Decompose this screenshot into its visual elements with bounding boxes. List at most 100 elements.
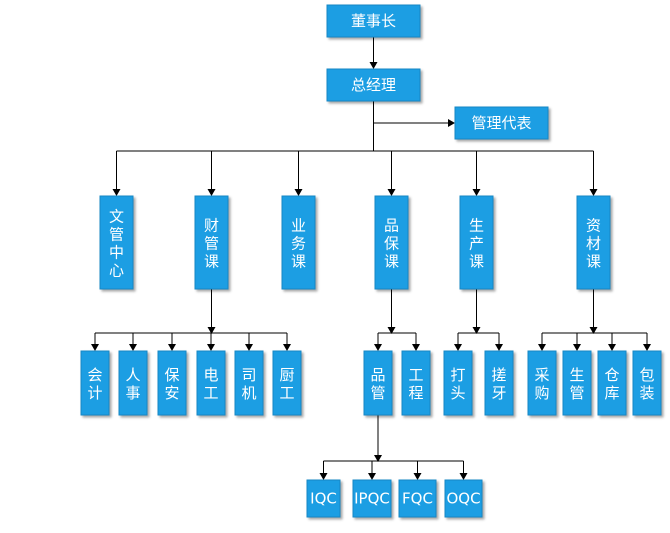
org-node-punch: 打头 (443, 350, 473, 416)
arrowhead (319, 473, 328, 480)
org-node-drv: 司机 (234, 350, 264, 416)
org-node-pc: 生管 (562, 350, 592, 416)
org-node-label: 会计 (87, 366, 102, 402)
org-node-box (443, 350, 473, 416)
arrowhead (112, 189, 121, 196)
org-node-box (576, 195, 611, 290)
org-node-label: 文管中心 (109, 208, 124, 280)
arrowhead (412, 344, 420, 351)
arrowhead (472, 189, 481, 196)
org-node-box (80, 350, 110, 416)
arrowhead (589, 327, 598, 334)
org-node-fqc: FQC (398, 479, 437, 518)
org-node-label: 司机 (241, 366, 256, 402)
org-node-box (99, 195, 134, 290)
org-node-box (597, 350, 627, 416)
arrowhead (91, 344, 99, 351)
org-node-rep: 管理代表 (454, 106, 549, 140)
org-node-hr: 人事 (118, 350, 148, 416)
org-node-label: 品保课 (384, 217, 399, 271)
arrowhead (413, 473, 422, 480)
org-node-box (281, 195, 316, 290)
org-node-label: 管理代表 (471, 114, 531, 132)
org-node-box (527, 350, 557, 416)
org-node-sec: 保安 (157, 350, 187, 416)
arrowhead (495, 344, 503, 351)
connectors (91, 37, 651, 480)
org-node-box (157, 350, 187, 416)
org-node-box (326, 68, 421, 102)
arrowhead (608, 344, 616, 351)
org-node-label: 品管 (370, 366, 385, 402)
org-node-label: 工程 (408, 366, 423, 402)
org-node-label: 搓牙 (491, 366, 506, 402)
boxes: 董事长总经理管理代表文管中心财管课业务课品保课生产课资材课会计人事保安电工司机厨… (80, 4, 662, 518)
org-node-cook: 厨工 (272, 350, 302, 416)
arrowhead (369, 62, 378, 69)
org-node-box (118, 350, 148, 416)
org-node-label: 总经理 (351, 76, 396, 94)
arrowhead (374, 455, 382, 462)
org-node-box (459, 195, 494, 290)
org-node-pack: 包装 (632, 350, 662, 416)
org-node-thread: 搓牙 (484, 350, 514, 416)
arrowhead (207, 327, 216, 334)
arrowhead (294, 189, 303, 196)
org-node-label: 厨工 (279, 366, 294, 402)
org-node-wh: 仓库 (597, 350, 627, 416)
org-node-iqc: IQC (306, 479, 341, 518)
arrowhead (207, 344, 215, 351)
org-node-buy: 采购 (527, 350, 557, 416)
arrowhead (168, 344, 176, 351)
org-node-doc: 文管中心 (99, 195, 134, 290)
org-node-box (401, 350, 431, 416)
org-node-label: IQC (310, 490, 337, 508)
org-node-label: 电工 (203, 366, 218, 402)
org-node-label: 资材课 (586, 217, 601, 271)
org-node-elec: 电工 (196, 350, 226, 416)
org-node-label: 生管 (569, 366, 584, 402)
org-node-box (194, 195, 229, 290)
arrowhead (245, 344, 253, 351)
org-node-box (326, 4, 421, 38)
org-node-box (306, 479, 341, 518)
org-node-box (484, 350, 514, 416)
org-node-box (196, 350, 226, 416)
org-node-box (352, 479, 392, 518)
org-node-ipqc: IPQC (352, 479, 392, 518)
arrowhead (538, 344, 546, 351)
org-node-label: 人事 (125, 366, 140, 402)
arrowhead (573, 344, 581, 351)
org-node-mat: 资材课 (576, 195, 611, 290)
org-node-label: 包装 (639, 366, 654, 402)
arrowhead (454, 344, 462, 351)
org-node-label: 业务课 (291, 217, 306, 271)
org-node-label: 采购 (534, 366, 549, 402)
arrowhead (448, 119, 455, 127)
org-node-label: 仓库 (604, 366, 619, 402)
org-node-label: IPQC (354, 490, 390, 508)
arrowhead (207, 189, 216, 196)
org-node-qc: 品管 (363, 350, 393, 416)
org-node-box (363, 350, 393, 416)
arrowhead (472, 327, 481, 334)
org-node-prod: 生产课 (459, 195, 494, 290)
org-node-box (374, 195, 409, 290)
org-node-qa: 品保课 (374, 195, 409, 290)
org-node-box (562, 350, 592, 416)
org-node-box (444, 479, 483, 518)
org-node-box (398, 479, 437, 518)
org-node-eng: 工程 (401, 350, 431, 416)
arrowhead (643, 344, 651, 351)
org-node-biz: 业务课 (281, 195, 316, 290)
org-node-chairman: 董事长 (326, 4, 421, 38)
arrowhead (589, 189, 598, 196)
org-node-box (272, 350, 302, 416)
arrowhead (129, 344, 137, 351)
org-node-oqc: OQC (444, 479, 483, 518)
org-node-label: OQC (446, 490, 480, 508)
org-node-label: 打头 (450, 366, 465, 402)
org-node-box (234, 350, 264, 416)
arrowhead (368, 473, 376, 480)
